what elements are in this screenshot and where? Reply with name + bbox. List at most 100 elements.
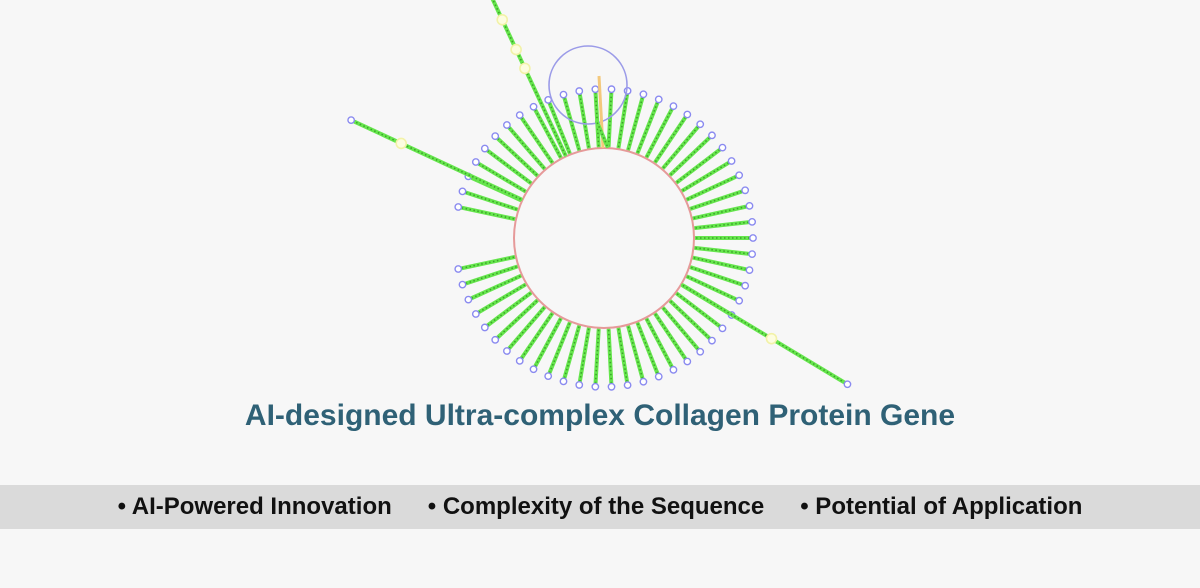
features-band: • AI-Powered Innovation • Complexity of … <box>0 485 1200 529</box>
spoke-tip-50 <box>480 323 489 332</box>
spoke-tip-7 <box>515 111 524 120</box>
spoke-tip-54 <box>454 265 463 273</box>
spoke-tip-25 <box>745 201 754 210</box>
spoke-stem-dots-53 <box>466 266 517 285</box>
spoke-stem-dots-20 <box>670 137 710 176</box>
spoke-tip-52 <box>464 295 473 304</box>
spoke-stem-dots-4 <box>487 150 531 184</box>
feature-complexity-of-sequence: • Complexity of the Sequence <box>427 493 765 520</box>
spoke-stem-dots-46 <box>534 318 562 367</box>
spoke-tip-20 <box>708 131 716 140</box>
spoke-stem-dots-41 <box>607 329 613 383</box>
spoke-stem-dots-1 <box>466 191 517 210</box>
spoke-tip-45 <box>544 372 553 381</box>
spoke-stem-dots-3 <box>478 163 526 192</box>
spoke-stem-dots-33 <box>676 293 720 327</box>
spoke-stem-dots-48 <box>508 307 545 349</box>
spoke-stem-dots-50 <box>487 292 531 326</box>
long-strand-marker-2-2 <box>496 13 509 26</box>
spoke-tip-30 <box>741 281 750 290</box>
spoke-tip-39 <box>639 377 648 386</box>
long-strand-tip-1 <box>843 380 852 389</box>
feature-potential-of-application: • Potential of Application <box>800 493 1083 520</box>
spoke-stem-dots-38 <box>637 323 659 374</box>
spoke-tip-51 <box>471 310 480 318</box>
spoke-stem-dots-37 <box>646 319 673 367</box>
spoke-stem-dots-21 <box>676 149 720 183</box>
spoke-tip-24 <box>741 186 750 195</box>
spoke-tip-12 <box>591 85 600 94</box>
spoke-tip-31 <box>735 296 744 305</box>
spoke-tip-21 <box>718 143 727 152</box>
spoke-stem-dots-24 <box>690 190 742 210</box>
spoke-tip-18 <box>683 110 692 119</box>
spoke-stem-dots-49 <box>497 300 538 338</box>
spoke-stem-dots-0 <box>462 207 515 220</box>
spoke-stem-dots-17 <box>646 109 673 157</box>
long-strand-stem-dots-0 <box>354 121 521 200</box>
spoke-tip-40 <box>623 381 632 390</box>
spoke-stem-dots-22 <box>682 162 729 192</box>
spoke-stem-dots-30 <box>690 266 742 286</box>
spoke-tip-42 <box>591 382 600 391</box>
spoke-stem-dots-47 <box>521 313 553 359</box>
spoke-tip-37 <box>669 365 678 374</box>
long-strand-stem-dots-1 <box>682 284 845 383</box>
spoke-tip-43 <box>575 381 584 389</box>
spoke-tip-38 <box>654 372 663 381</box>
collagen-gene-circular-diagram <box>347 0 852 391</box>
spoke-stem-dots-14 <box>617 94 628 148</box>
spoke-tip-15 <box>639 90 648 99</box>
spoke-tip-35 <box>696 347 705 356</box>
spoke-tip-28 <box>748 250 757 259</box>
spoke-tip-17 <box>669 102 678 111</box>
loop-stem-dots-loop <box>596 121 608 147</box>
spoke-stem-dots-19 <box>662 126 699 169</box>
spoke-stem-dots-7 <box>521 117 553 163</box>
spoke-stem-dots-40 <box>617 328 628 382</box>
long-strand-marker-2-1 <box>510 43 522 56</box>
spoke-stem-dots-52 <box>471 275 521 299</box>
spoke-tip-47 <box>515 356 524 365</box>
spoke-tip-5 <box>491 132 500 141</box>
spoke-stem-dots-12 <box>594 93 600 147</box>
spoke-tip-4 <box>480 144 489 153</box>
spoke-tip-13 <box>607 85 616 94</box>
spoke-tip-49 <box>491 335 500 344</box>
spoke-tip-8 <box>529 102 538 111</box>
page-title: AI-designed Ultra-complex Collagen Prote… <box>244 399 956 432</box>
spoke-tip-1 <box>458 187 467 196</box>
spoke-stem-dots-6 <box>508 127 545 169</box>
spoke-tip-46 <box>529 365 538 374</box>
spoke-tip-22 <box>727 157 736 165</box>
spoke-stem-dots-29 <box>693 257 746 271</box>
spoke-stem-dots-8 <box>534 109 562 158</box>
spoke-tip-33 <box>718 324 727 333</box>
spoke-stem-dots-51 <box>478 284 526 313</box>
spoke-stem-dots-54 <box>462 256 515 269</box>
spoke-stem-dots-11 <box>579 94 590 148</box>
spoke-tip-48 <box>503 347 511 355</box>
spokes-group <box>454 85 757 391</box>
spoke-tip-10 <box>559 90 568 99</box>
spoke-stem-dots-23 <box>687 176 736 201</box>
long-strand-marker-0-0 <box>395 137 408 150</box>
top-loop <box>548 45 628 125</box>
spoke-stem-dots-15 <box>627 97 644 150</box>
spoke-stem-dots-5 <box>497 138 538 176</box>
spoke-tip-16 <box>654 95 663 104</box>
spoke-stem-dots-43 <box>579 328 590 382</box>
spoke-stem-dots-34 <box>670 300 710 339</box>
spoke-stem-dots-39 <box>627 326 644 379</box>
spoke-tip-53 <box>458 280 467 289</box>
feature-ai-powered-innovation: • AI-Powered Innovation <box>117 493 392 520</box>
spoke-tip-44 <box>559 377 568 386</box>
spoke-tip-6 <box>503 121 511 129</box>
spoke-stem-dots-44 <box>563 326 580 378</box>
long-strand-marker-1-0 <box>765 332 778 345</box>
spoke-stem-dots-36 <box>654 313 686 359</box>
spoke-stem-dots-13 <box>607 93 613 147</box>
spoke-stem-dots-16 <box>637 102 659 153</box>
long-strand-tip-0 <box>347 116 356 124</box>
spoke-stem-dots-26 <box>695 221 749 229</box>
